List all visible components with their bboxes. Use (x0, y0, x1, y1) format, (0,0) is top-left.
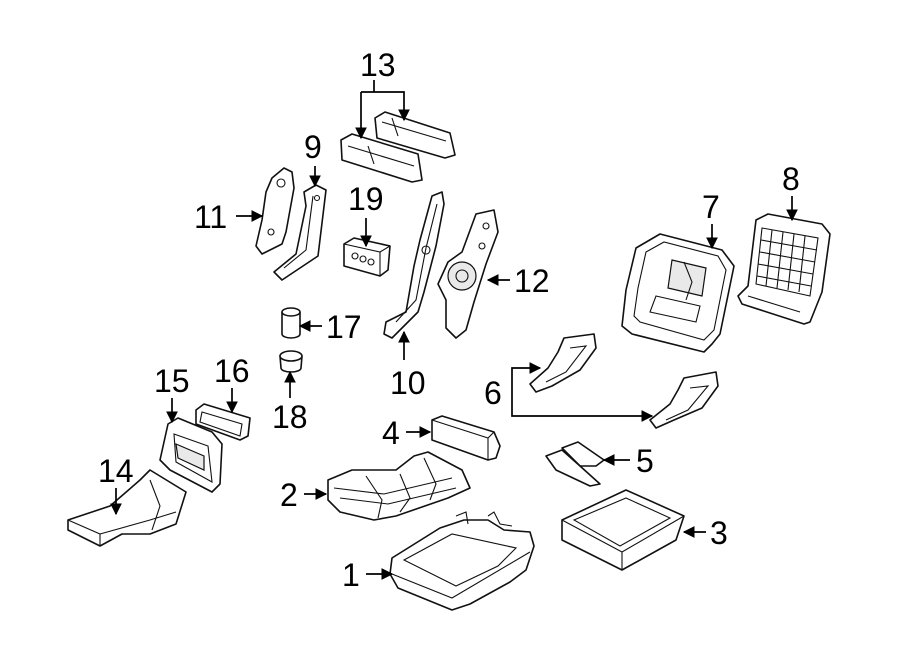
callout-13: 13 (360, 47, 396, 83)
part-17-bushing (281, 307, 301, 339)
callout-1: 1 (342, 557, 360, 593)
callout-3: 3 (710, 515, 728, 551)
callout-labels: 13 9 11 19 12 17 18 10 7 8 6 4 5 2 3 1 1… (98, 47, 800, 593)
part-13-trim-upper (374, 111, 456, 159)
part-2-seat-cushion (327, 451, 471, 521)
callout-8: 8 (782, 161, 800, 197)
part-12-recliner-bracket (437, 209, 499, 339)
callout-6: 6 (484, 375, 502, 411)
part-6-bracket-lower (649, 371, 719, 429)
callout-17: 17 (326, 309, 362, 345)
part-7-seat-back-frame (621, 233, 735, 353)
callout-4: 4 (382, 415, 400, 451)
callout-12: 12 (514, 263, 550, 299)
part-5-trim-clip (545, 441, 605, 487)
callout-14: 14 (98, 453, 134, 489)
part-10-seat-frame-rail (383, 191, 445, 339)
part-13-trim-lower (340, 133, 423, 183)
part-4-cushion-strip (431, 415, 501, 461)
part-16-trim-strip (195, 403, 251, 441)
callout-15: 15 (154, 363, 190, 399)
callout-9: 9 (304, 129, 322, 165)
part-6-bracket-upper (529, 333, 597, 393)
callout-11: 11 (194, 199, 227, 235)
callout-5: 5 (636, 443, 654, 479)
part-19-switch-block (343, 237, 391, 277)
callout-16: 16 (214, 353, 250, 389)
part-15-side-shield (159, 417, 223, 493)
part-18-cap (279, 350, 303, 373)
part-1-seat-pan (389, 511, 535, 611)
leader-lines (110, 80, 798, 580)
callout-18: 18 (272, 399, 308, 435)
callout-19: 19 (348, 181, 384, 217)
callout-10: 10 (390, 365, 426, 401)
part-11-side-panel (255, 167, 295, 255)
callout-7: 7 (702, 189, 720, 225)
part-3-storage-bin (561, 489, 685, 571)
part-8-grid (756, 229, 818, 293)
callout-2: 2 (280, 477, 298, 513)
part-8-seat-back-panel (737, 213, 831, 325)
part-14-floor-bracket (67, 469, 187, 547)
